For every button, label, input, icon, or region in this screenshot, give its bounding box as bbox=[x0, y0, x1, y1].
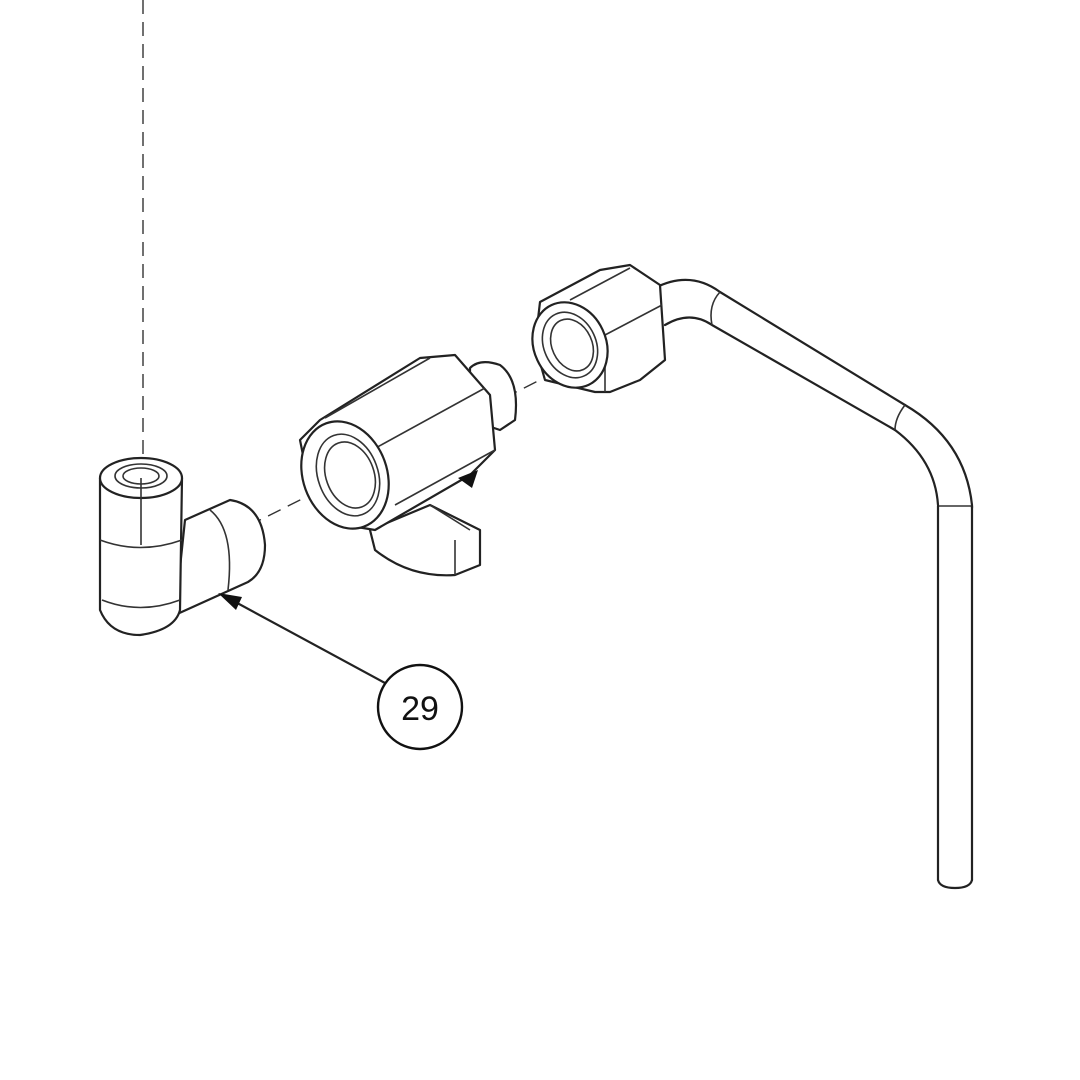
flow-arrow-marker bbox=[458, 470, 478, 488]
callout-label: 29 bbox=[401, 690, 439, 728]
callout-arrowhead bbox=[218, 593, 242, 610]
callout-circle bbox=[376, 663, 464, 751]
bent-tube bbox=[653, 278, 974, 890]
compression-nut bbox=[531, 263, 667, 394]
callout-leader-line bbox=[226, 596, 387, 685]
hex-adapter bbox=[298, 353, 518, 577]
callout-29: 29 bbox=[218, 593, 464, 751]
elbow-fitting bbox=[98, 456, 267, 637]
